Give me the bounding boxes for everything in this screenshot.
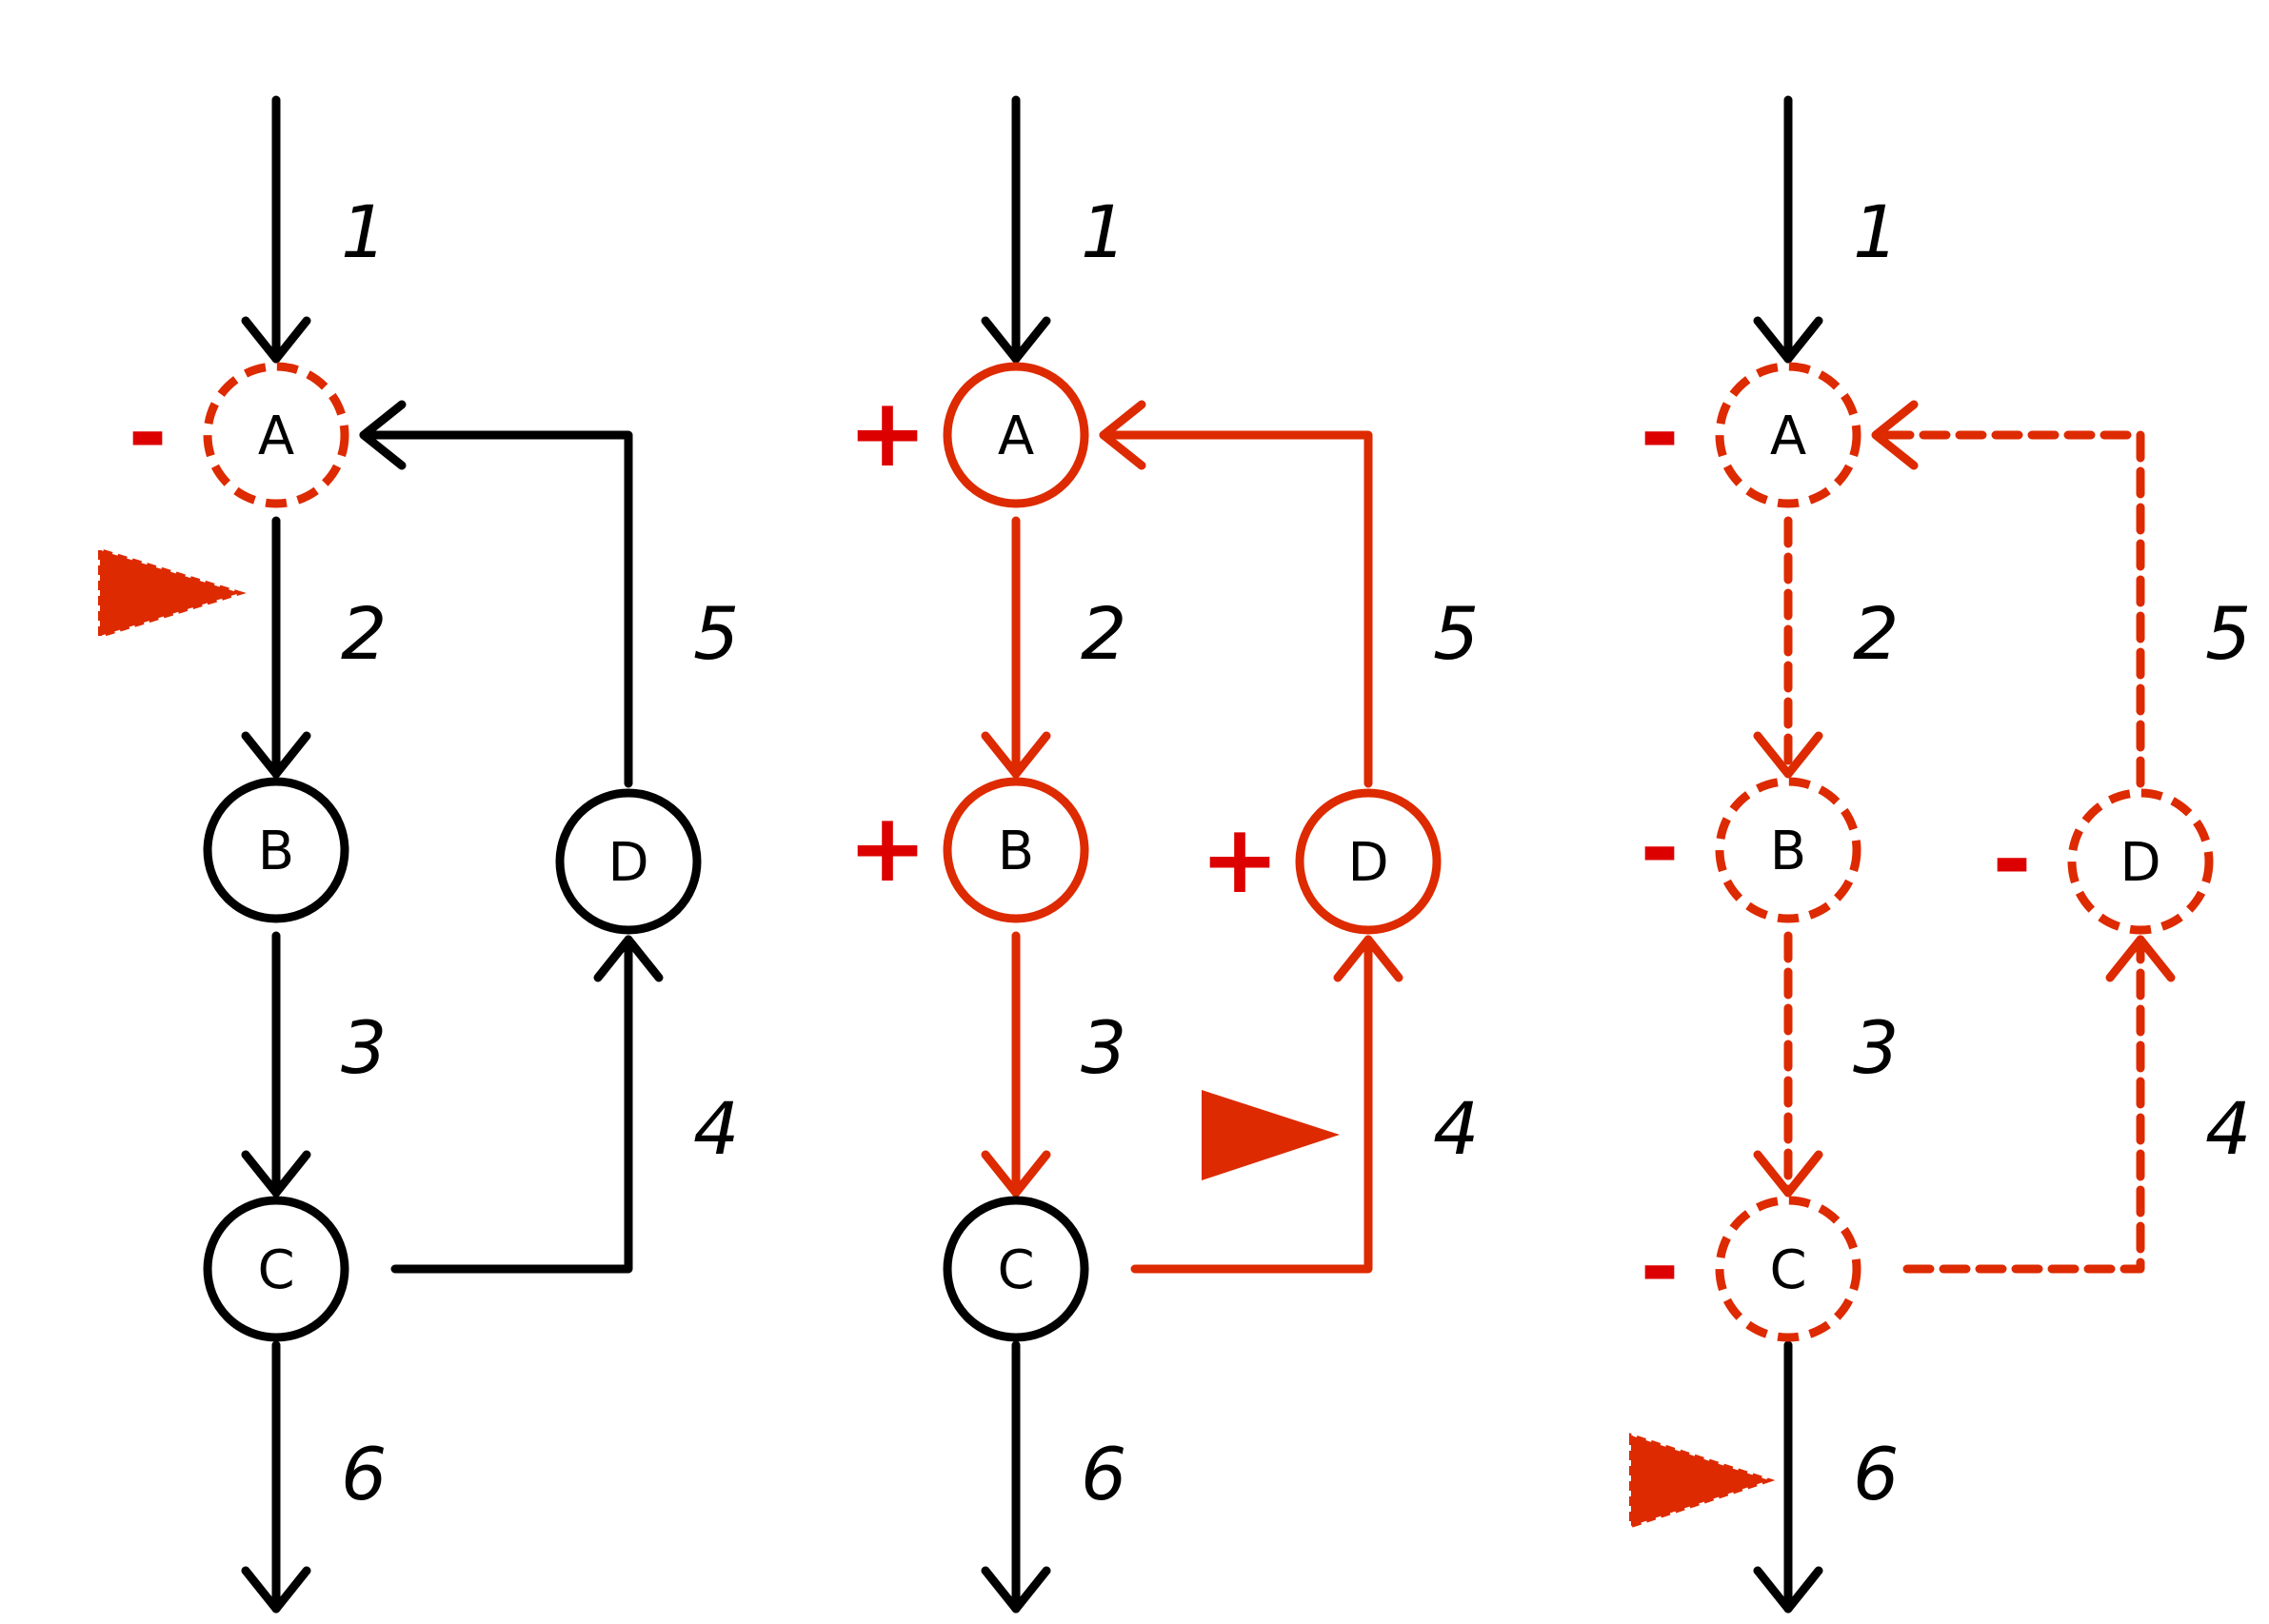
edge-1-arrowhead-icon [241, 316, 311, 364]
edge-label-3: 3 [1853, 1005, 1899, 1090]
edge-label-2: 2 [1853, 591, 1899, 676]
edge-label-6: 6 [341, 1432, 387, 1516]
edge-1-arrowhead-icon [1753, 316, 1823, 364]
node-a-label: A [258, 406, 294, 467]
edge-4-line [390, 935, 633, 1274]
node-a-sign: - [128, 377, 168, 488]
edge-6-arrowhead-icon [981, 1566, 1051, 1614]
edge-label-2: 2 [1081, 591, 1126, 676]
red-triangle-marker-icon [98, 547, 247, 639]
edge-4-arrowhead-icon [2105, 935, 2176, 982]
node-b-sign: - [1640, 792, 1680, 903]
edge-label-5: 5 [1433, 591, 1479, 676]
edge-label-3: 3 [341, 1005, 387, 1090]
node-c-circle [943, 1196, 1089, 1342]
node-c-circle [203, 1196, 349, 1342]
edge-label-4: 4 [1433, 1086, 1479, 1171]
red-triangle-marker-icon [1629, 1433, 1776, 1529]
edge-2-arrowhead-icon [981, 731, 1051, 779]
red-triangle-marker-icon [1202, 1090, 1340, 1180]
edge-5-line [359, 430, 633, 788]
node-d-circle [2067, 788, 2214, 935]
node-d-label: D [1347, 832, 1388, 894]
node-d-circle [1295, 788, 1442, 935]
node-c-label: C [1769, 1239, 1806, 1301]
edge-4-line [1902, 935, 2145, 1274]
edge-label-5: 5 [693, 591, 739, 676]
edge-2-arrowhead-icon [1753, 731, 1823, 779]
edge-4-arrowhead-icon [1333, 935, 1403, 982]
node-d-circle [555, 788, 702, 935]
edge-label-1: 1 [341, 189, 387, 274]
node-d-sign: - [1992, 803, 2032, 915]
edge-5-line [1871, 430, 2145, 788]
edge-2-arrowhead-icon [241, 731, 311, 779]
node-a-label: A [1770, 406, 1806, 467]
edge-label-3: 3 [1081, 1005, 1126, 1090]
edge-4-arrowhead-icon [593, 935, 664, 982]
node-b-sign: + [847, 792, 927, 903]
node-a-label: A [998, 406, 1034, 467]
node-d-sign: + [1200, 803, 1280, 915]
edge-label-6: 6 [1081, 1432, 1126, 1516]
node-d-label: D [2120, 832, 2160, 894]
node-c-circle [1715, 1196, 1861, 1342]
node-c-label: C [257, 1239, 294, 1301]
edge-label-5: 5 [2205, 591, 2251, 676]
node-c-label: C [997, 1239, 1034, 1301]
edge-3-arrowhead-icon [1753, 1150, 1823, 1198]
edge-5-arrowhead-icon [1099, 400, 1146, 470]
panel-2: 1 2 3 4 5 6 A + B + C D + [847, 95, 1479, 1614]
edge-1-arrowhead-icon [981, 316, 1051, 364]
node-b-label: B [258, 821, 294, 882]
edge-3-arrowhead-icon [241, 1150, 311, 1198]
edge-label-1: 1 [1081, 189, 1126, 274]
edge-6-arrowhead-icon [1753, 1566, 1823, 1614]
edge-label-2: 2 [341, 591, 387, 676]
node-a-circle [943, 362, 1089, 508]
edge-4-line [1130, 935, 1373, 1274]
edge-label-6: 6 [1853, 1432, 1899, 1516]
node-a-circle [203, 362, 349, 508]
panel-3: 1 2 3 4 5 6 A - B - C - D - [1629, 95, 2251, 1614]
edge-5-arrowhead-icon [1871, 400, 1919, 470]
edge-6-arrowhead-icon [241, 1566, 311, 1614]
node-a-sign: + [847, 377, 927, 488]
node-b-circle [943, 777, 1089, 923]
panel-1: 1 2 3 4 5 6 A - B C D [98, 95, 739, 1614]
edge-3-arrowhead-icon [981, 1150, 1051, 1198]
edge-5-arrowhead-icon [359, 400, 407, 470]
edge-label-4: 4 [2205, 1086, 2251, 1171]
node-b-circle [203, 777, 349, 923]
edge-label-4: 4 [693, 1086, 739, 1171]
node-c-sign: - [1640, 1211, 1680, 1322]
node-d-label: D [607, 832, 648, 894]
edge-label-1: 1 [1853, 189, 1899, 274]
node-b-circle [1715, 777, 1861, 923]
edge-5-line [1099, 430, 1373, 788]
node-a-circle [1715, 362, 1861, 508]
node-a-sign: - [1640, 377, 1680, 488]
node-b-label: B [1770, 821, 1806, 882]
node-b-label: B [998, 821, 1034, 882]
